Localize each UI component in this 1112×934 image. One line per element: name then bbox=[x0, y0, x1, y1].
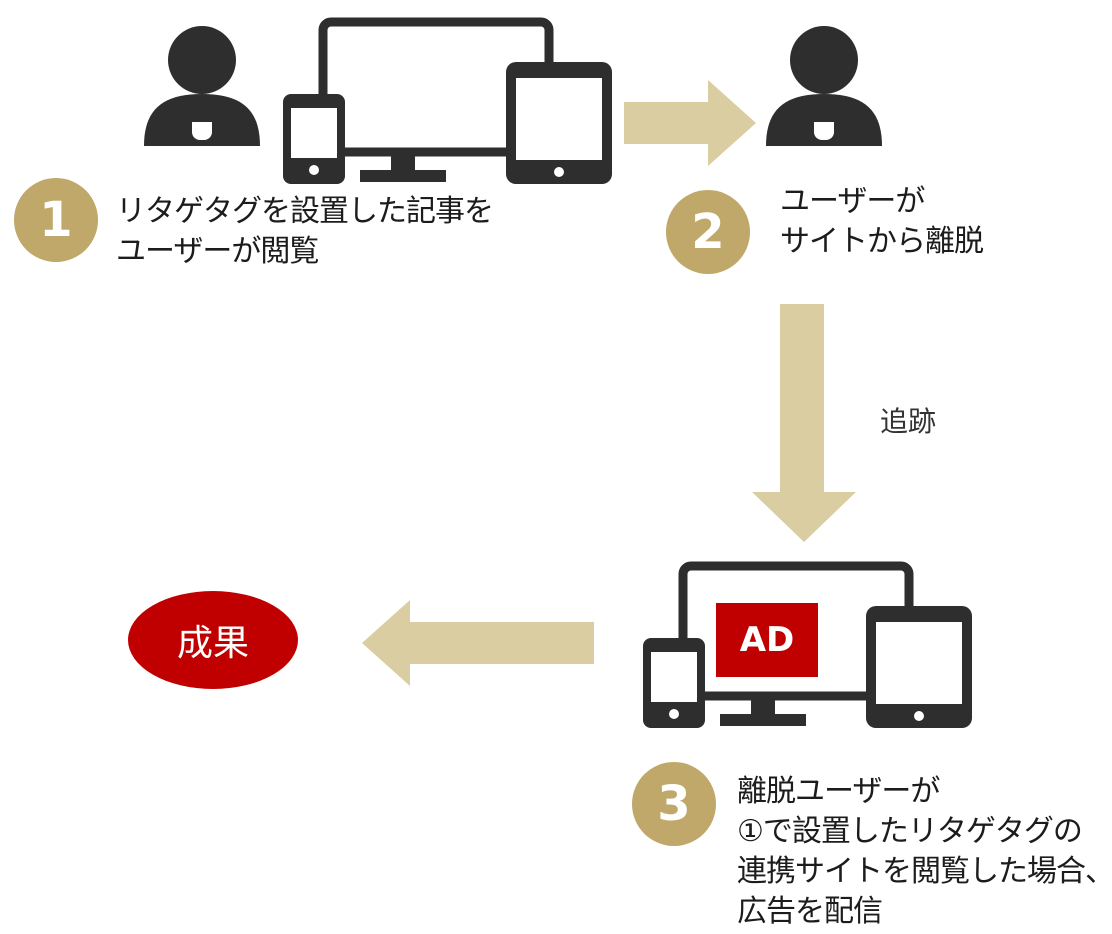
devices-icon bbox=[283, 17, 612, 184]
step-2-number-badge: 2 bbox=[666, 190, 750, 274]
step-1-description: リタゲタグを設置した記事を ユーザーが閲覧 bbox=[116, 192, 494, 272]
step-1-line-2: ユーザーが閲覧 bbox=[116, 234, 319, 269]
ad-banner-label: AD bbox=[739, 620, 795, 660]
user-icon bbox=[144, 26, 260, 146]
arrow-down-icon bbox=[752, 304, 856, 542]
user-icon bbox=[766, 26, 882, 146]
arrow-left-icon bbox=[362, 600, 594, 686]
step-2-line-2: サイトから離脱 bbox=[780, 224, 984, 259]
step-3-description: 離脱ユーザーが ①で設置したリタゲタグの 連携サイトを閲覧した場合、 広告を配信 bbox=[737, 772, 1112, 932]
step-3-line-1: 離脱ユーザーが bbox=[737, 774, 940, 809]
step-3-line-3: 連携サイトを閲覧した場合、 bbox=[737, 854, 1112, 889]
step-3-line-2: ①で設置したリタゲタグの bbox=[737, 814, 1083, 849]
result-badge: 成果 bbox=[128, 591, 298, 689]
step-2-description: ユーザーが サイトから離脱 bbox=[780, 182, 984, 262]
step-3-line-4: 広告を配信 bbox=[737, 894, 883, 929]
tracking-label: 追跡 bbox=[880, 405, 937, 438]
step-1-number-badge: 1 bbox=[14, 178, 98, 262]
step-3-number-badge: 3 bbox=[632, 762, 716, 846]
step-1-line-1: リタゲタグを設置した記事を bbox=[116, 194, 494, 229]
step-2-line-1: ユーザーが bbox=[780, 184, 925, 219]
arrow-right-icon bbox=[624, 80, 756, 166]
devices-icon bbox=[643, 561, 972, 728]
